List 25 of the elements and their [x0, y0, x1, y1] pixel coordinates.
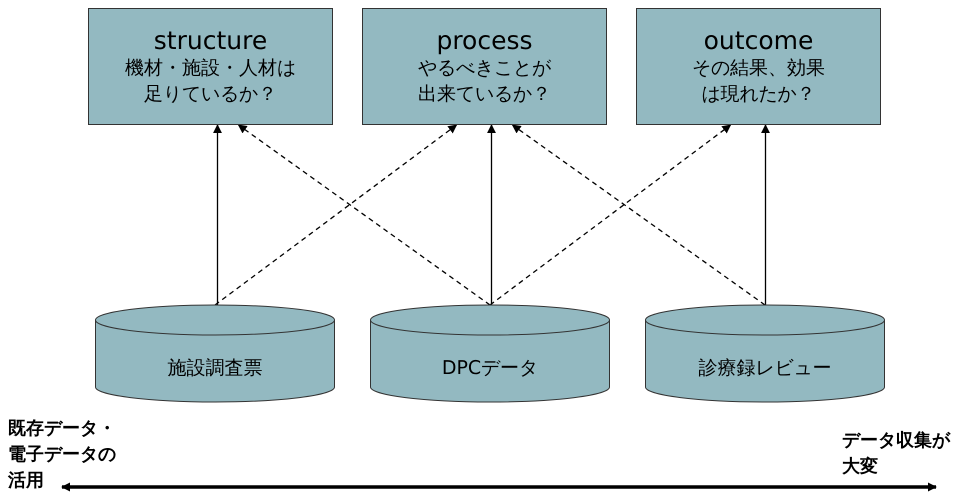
box-title: outcome	[704, 26, 814, 56]
arrow	[213, 124, 222, 305]
arrow	[487, 124, 496, 305]
scale-end-label: 既存データ・電子データの活用	[8, 416, 128, 494]
box-question: その結果、効果は現れたか？	[691, 56, 826, 106]
arrow	[61, 482, 937, 492]
box-question: 機材・施設・人材は足りているか？	[124, 56, 297, 106]
box-title: process	[436, 26, 533, 56]
scale-end-label: データ収集が大変	[842, 428, 958, 480]
arrow	[214, 124, 458, 306]
database-cylinder	[95, 305, 335, 402]
database-cylinder	[370, 305, 610, 402]
arrow	[761, 124, 770, 305]
box-title: structure	[154, 26, 268, 56]
cylinder-label: DPCデータ	[442, 356, 538, 380]
category-box	[636, 8, 881, 125]
cylinder-label: 施設調査票	[168, 356, 262, 380]
category-box	[362, 8, 607, 125]
cylinder-label: 診療録レビュー	[698, 356, 832, 380]
arrow	[238, 124, 490, 306]
arrow	[490, 124, 732, 306]
box-question: やるべきことが出来ているか？	[417, 56, 552, 106]
database-cylinder	[645, 305, 885, 402]
arrow	[512, 124, 766, 306]
category-box	[88, 8, 333, 125]
